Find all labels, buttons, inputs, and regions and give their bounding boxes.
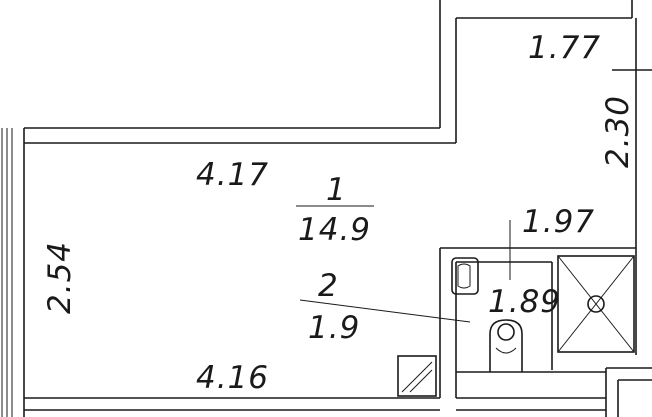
dim-room-left-height: 2.54 bbox=[42, 241, 78, 314]
room-1-number: 1 bbox=[326, 172, 347, 208]
washbasin bbox=[451, 257, 479, 295]
dim-top-right-width: 1.77 bbox=[528, 30, 601, 66]
toilet bbox=[489, 319, 523, 372]
dim-bath-height: 1.89 bbox=[488, 284, 561, 320]
dim-room-top-width: 4.17 bbox=[196, 157, 269, 193]
dim-room-bottom-width: 4.16 bbox=[196, 360, 269, 396]
dim-bath-width: 1.97 bbox=[522, 204, 595, 240]
door-symbol bbox=[397, 355, 437, 397]
room-2-number: 2 bbox=[318, 268, 339, 304]
shower-tray bbox=[557, 255, 635, 353]
dim-top-right-height: 2.30 bbox=[600, 95, 636, 168]
annotation-lines bbox=[296, 205, 511, 323]
room-2-area: 1.9 bbox=[308, 310, 360, 346]
room-1-area: 14.9 bbox=[298, 212, 371, 248]
bathroom-walls bbox=[439, 247, 636, 398]
